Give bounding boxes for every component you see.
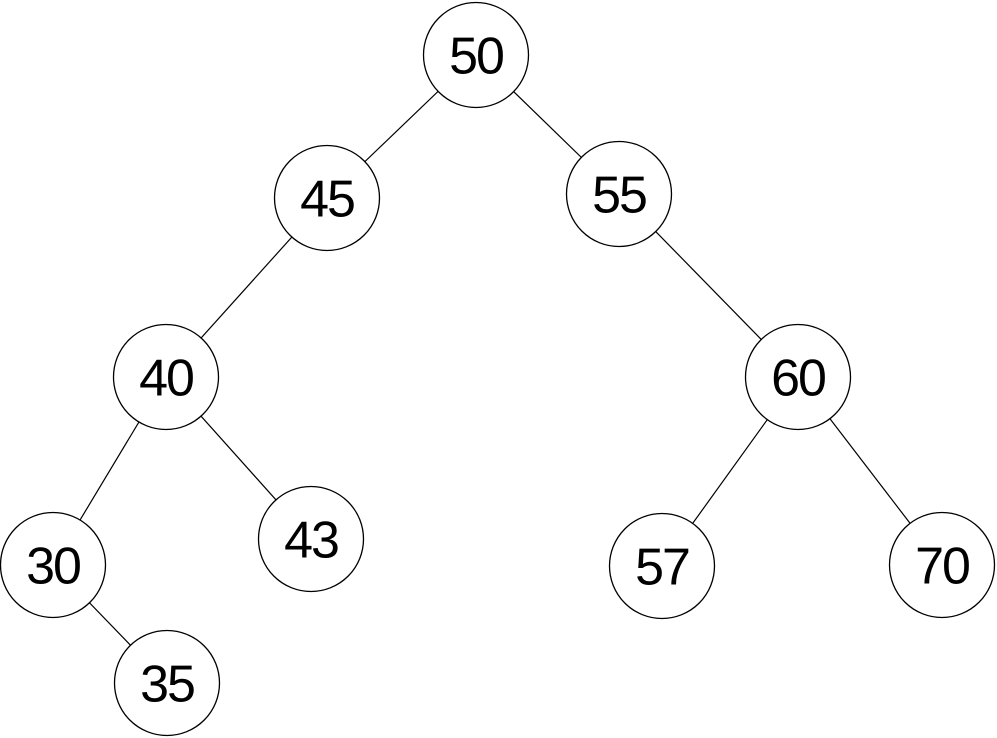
tree-node-45: 45 — [273, 144, 381, 252]
node-label: 55 — [592, 167, 646, 225]
node-circle — [0, 511, 107, 619]
node-circle — [744, 323, 852, 431]
node-circle — [273, 144, 381, 252]
tree-node-60: 60 — [744, 323, 852, 431]
tree-node-40: 40 — [112, 323, 220, 431]
tree-node-50: 50 — [422, 1, 530, 109]
tree-node-43: 43 — [257, 485, 365, 593]
node-circle — [113, 629, 221, 737]
node-circle — [888, 511, 996, 619]
node-label: 45 — [300, 171, 354, 229]
tree-node-30: 30 — [0, 511, 107, 619]
node-label: 57 — [635, 539, 689, 597]
node-label: 60 — [771, 350, 825, 408]
node-circle — [257, 485, 365, 593]
node-label: 70 — [915, 538, 969, 596]
node-label: 43 — [284, 512, 338, 570]
node-circle — [112, 323, 220, 431]
node-label: 30 — [26, 538, 80, 596]
tree-node-57: 57 — [608, 512, 716, 620]
tree-node-55: 55 — [565, 140, 673, 248]
tree-node-70: 70 — [888, 511, 996, 619]
node-label: 35 — [140, 656, 194, 714]
node-circle — [422, 1, 530, 109]
node-circle — [565, 140, 673, 248]
node-label: 50 — [449, 28, 503, 86]
tree-node-35: 35 — [113, 629, 221, 737]
node-circle — [608, 512, 716, 620]
node-label: 40 — [139, 350, 193, 408]
